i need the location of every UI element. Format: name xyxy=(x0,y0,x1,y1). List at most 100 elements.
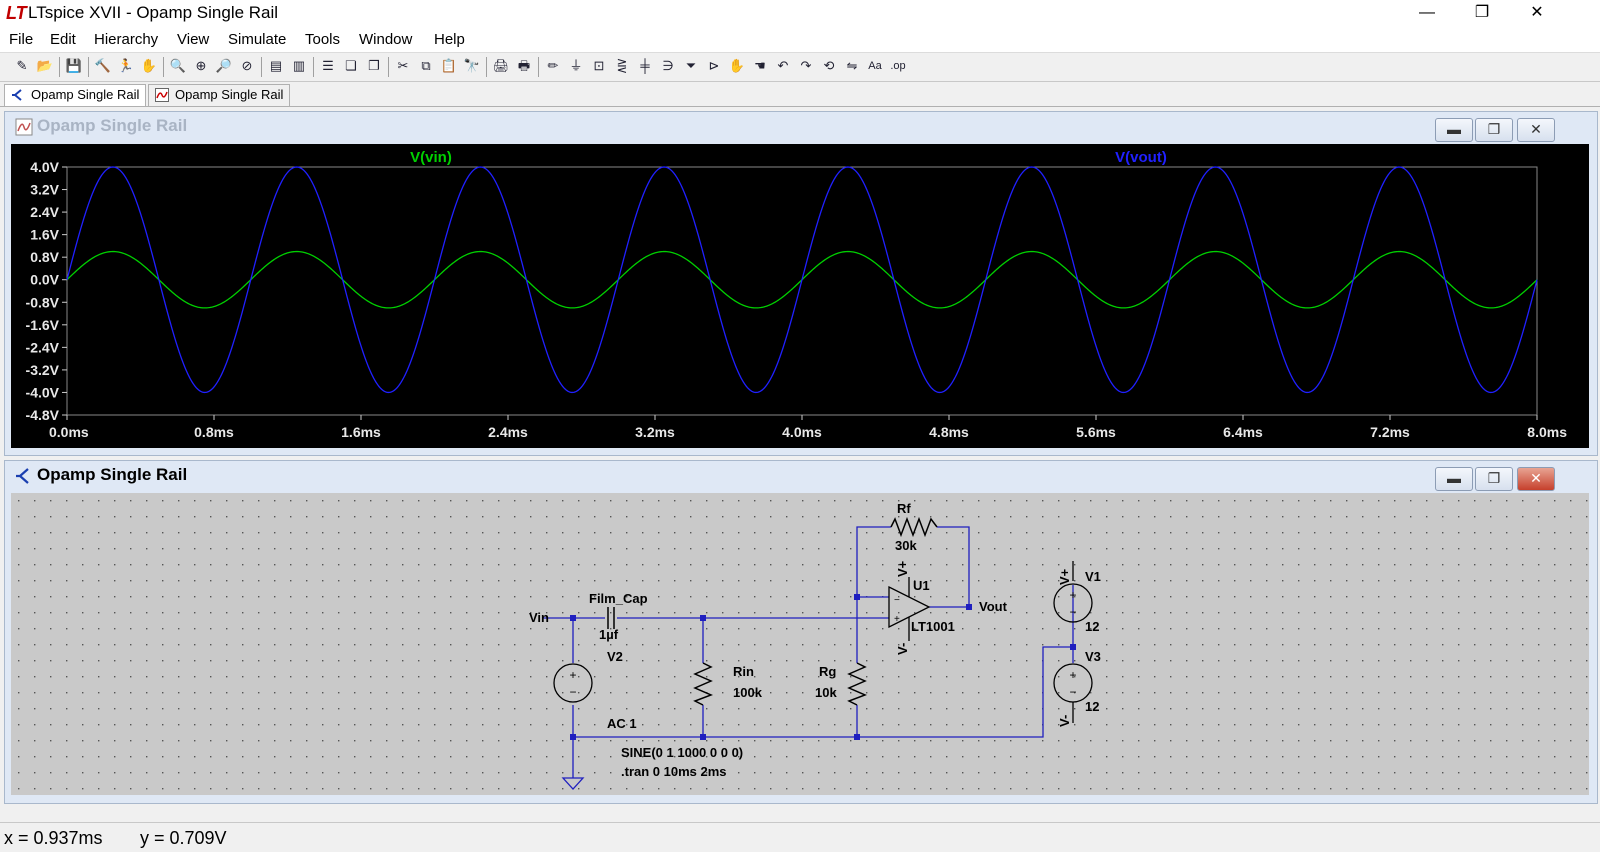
capacitor-icon[interactable]: ╪ xyxy=(640,58,650,73)
zoom-in-icon[interactable]: 🔍 xyxy=(169,58,187,73)
undo-icon[interactable]: ↶ xyxy=(777,58,789,73)
opamp-u1[interactable]: − + xyxy=(888,577,931,641)
inductor-icon[interactable]: ∋ xyxy=(662,58,674,73)
y-tick-label: -4.0V xyxy=(26,384,60,400)
open-icon[interactable]: 📂 xyxy=(36,58,54,73)
capacitor-film-cap[interactable] xyxy=(607,607,615,629)
menu-window[interactable]: Window xyxy=(359,31,413,48)
cut-icon[interactable]: ✂ xyxy=(397,58,409,73)
y-tick-label: -3.2V xyxy=(26,362,60,378)
component-icon[interactable]: ⊳ xyxy=(708,58,720,73)
tab-schematic[interactable]: Opamp Single Rail xyxy=(4,84,147,106)
wire-ground-bus[interactable] xyxy=(572,646,1073,738)
find-icon[interactable]: 🔭 xyxy=(463,58,481,73)
minimize-button[interactable]: — xyxy=(1419,4,1435,21)
wire-rf-right[interactable] xyxy=(937,526,970,607)
mirror-icon[interactable]: ⇋ xyxy=(846,58,858,73)
junction-dots xyxy=(570,594,1076,740)
text-icon[interactable]: Aa xyxy=(868,60,882,72)
print-preview-icon[interactable]: 🖨 xyxy=(492,58,510,73)
svg-text:−: − xyxy=(1069,605,1076,619)
spice-directive-icon[interactable]: .op xyxy=(890,60,906,72)
schematic-window: Opamp Single Rail ▬ ❐ ✕ xyxy=(4,460,1598,804)
schematic-grid xyxy=(11,493,1589,795)
wire-rf-left[interactable] xyxy=(856,526,891,597)
tab-waveform[interactable]: Opamp Single Rail xyxy=(148,84,291,106)
menu-hierarchy[interactable]: Hierarchy xyxy=(94,31,159,48)
delete-plot-icon[interactable]: ▥ xyxy=(292,58,306,73)
rf-name-label: Rf xyxy=(897,501,911,516)
tran-directive[interactable]: .tran 0 10ms 2ms xyxy=(621,764,727,779)
v3-name-label: V3 xyxy=(1085,649,1101,664)
legend-vvout[interactable]: V(vout) xyxy=(1115,149,1167,166)
schematic-restore-button[interactable]: ❐ xyxy=(1475,467,1513,491)
v2-ac-label: AC 1 xyxy=(607,716,637,731)
waveform-close-button[interactable]: ✕ xyxy=(1517,118,1555,142)
x-tick-label: 8.0ms xyxy=(1527,424,1567,440)
svg-text:+: + xyxy=(1069,668,1076,682)
menu-file[interactable]: File xyxy=(9,31,34,48)
move-icon[interactable]: ✋ xyxy=(728,58,746,73)
ground-icon[interactable]: ⏚ xyxy=(569,58,583,73)
voltage-source-v1[interactable]: + − xyxy=(1053,561,1093,623)
halt-icon[interactable]: ✋ xyxy=(140,58,158,73)
paste-icon[interactable]: 📋 xyxy=(440,58,458,73)
schematic-close-button[interactable]: ✕ xyxy=(1517,467,1555,491)
tab-waveform-label: Opamp Single Rail xyxy=(175,87,284,102)
tile-horizontal-icon[interactable]: ☰ xyxy=(322,58,334,73)
ground-icon[interactable] xyxy=(561,777,585,790)
resistor-icon[interactable]: ⋛ xyxy=(616,58,628,73)
tab-schematic-label: Opamp Single Rail xyxy=(31,87,140,102)
autorange-icon[interactable]: ▤ xyxy=(269,58,283,73)
tile-vertical-icon[interactable]: ❐ xyxy=(368,58,380,73)
y-tick-label: 4.0V xyxy=(30,159,59,175)
voltage-source-v3[interactable]: + − xyxy=(1053,663,1093,723)
waveform-minimize-button[interactable]: ▬ xyxy=(1435,118,1473,142)
menu-help[interactable]: Help xyxy=(434,31,465,48)
voltage-source-v2[interactable]: + − xyxy=(553,663,593,703)
net-label-vout[interactable]: Vout xyxy=(979,599,1008,614)
close-button[interactable]: ✕ xyxy=(1530,4,1544,21)
schematic-canvas[interactable]: + − − + + − + − xyxy=(11,493,1589,795)
save-icon[interactable]: 💾 xyxy=(65,58,83,73)
waveform-window-title: Opamp Single Rail xyxy=(37,116,188,135)
y-tick-label: 0.8V xyxy=(30,249,59,265)
resistor-rin[interactable] xyxy=(693,662,713,706)
waveform-window-icon xyxy=(15,118,33,136)
schematic-minimize-button[interactable]: ▬ xyxy=(1435,467,1473,491)
rotate-icon[interactable]: ⟲ xyxy=(823,58,835,73)
maximize-button[interactable]: ❐ xyxy=(1474,4,1490,21)
menu-edit[interactable]: Edit xyxy=(50,31,76,48)
menu-view[interactable]: View xyxy=(177,31,210,48)
legend-vvin[interactable]: V(vin) xyxy=(410,149,452,166)
zoom-fit-icon[interactable]: ⊘ xyxy=(241,58,253,73)
y-tick-label: -0.8V xyxy=(26,294,60,310)
new-schematic-icon[interactable]: ✎ xyxy=(16,58,28,73)
resistor-rg[interactable] xyxy=(847,662,867,706)
y-tick-label: 0.0V xyxy=(30,272,59,288)
label-net-icon[interactable]: ⊡ xyxy=(593,58,605,73)
draw-wire-icon[interactable]: ✏ xyxy=(547,58,559,73)
run-icon[interactable]: 🏃 xyxy=(117,58,135,73)
copy-icon[interactable]: ⧉ xyxy=(421,58,431,73)
drag-icon[interactable]: ☚ xyxy=(754,58,766,73)
redo-icon[interactable]: ↷ xyxy=(800,58,812,73)
menu-simulate[interactable]: Simulate xyxy=(228,31,287,48)
resistor-rf[interactable] xyxy=(890,516,938,538)
cascade-icon[interactable]: ❏ xyxy=(345,58,357,73)
diode-icon[interactable]: ⏷ xyxy=(685,58,697,73)
toolbar-separator xyxy=(538,57,539,77)
v1-value-label: 12 xyxy=(1085,619,1099,634)
pan-icon[interactable]: ⊕ xyxy=(195,58,207,73)
menu-tools[interactable]: Tools xyxy=(305,31,341,48)
control-panel-icon[interactable]: 🔨 xyxy=(94,58,112,73)
zoom-out-icon[interactable]: 🔎 xyxy=(215,58,233,73)
series-line-vvout[interactable] xyxy=(66,166,1538,394)
net-label-vin[interactable]: Vin xyxy=(529,610,549,625)
waveform-plot[interactable]: 4.0V3.2V2.4V1.6V0.8V0.0V-0.8V-1.6V-2.4V-… xyxy=(11,144,1589,448)
svg-text:+: + xyxy=(894,614,900,625)
x-tick-label: 0.0ms xyxy=(49,424,89,440)
rin-value-label: 100k xyxy=(733,685,763,700)
print-icon[interactable]: 🖶 xyxy=(517,58,531,73)
waveform-restore-button[interactable]: ❐ xyxy=(1475,118,1513,142)
